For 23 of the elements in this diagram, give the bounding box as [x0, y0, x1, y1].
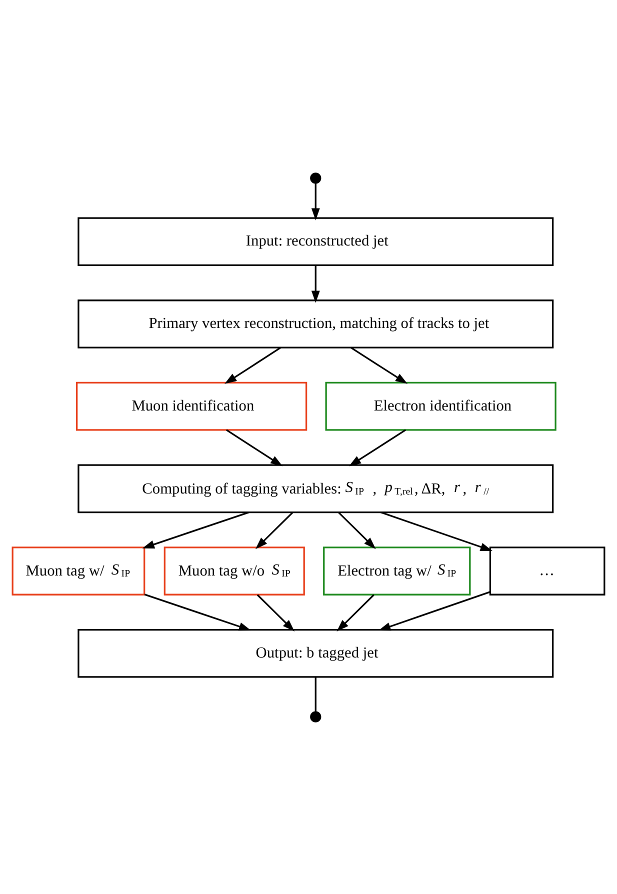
- arrow: [256, 594, 295, 631]
- arrow: [336, 594, 374, 631]
- arrow: [338, 511, 376, 549]
- arrow: [142, 511, 250, 548]
- arrow: [378, 590, 490, 630]
- node-box: Output: b tagged jet: [78, 628, 554, 678]
- node-circle: [310, 710, 322, 722]
- arrow: [255, 511, 294, 549]
- node-box: Muon identification: [76, 381, 308, 430]
- node-circle: [310, 172, 322, 184]
- arrow: [226, 428, 283, 466]
- arrow: [224, 346, 282, 384]
- arrow: [350, 346, 408, 384]
- node-box: Input: reconstructed jet: [78, 216, 554, 266]
- arrow: [144, 593, 252, 630]
- arrow: [311, 264, 320, 302]
- node-box: …: [489, 546, 606, 595]
- connector: [314, 676, 316, 712]
- arrow: [380, 511, 492, 550]
- node-box: Electron identification: [325, 381, 556, 430]
- arrow: [311, 182, 320, 220]
- arrow: [348, 428, 406, 466]
- node-box: Primary vertex reconstruction, matching of tracks to jet: [78, 299, 554, 348]
